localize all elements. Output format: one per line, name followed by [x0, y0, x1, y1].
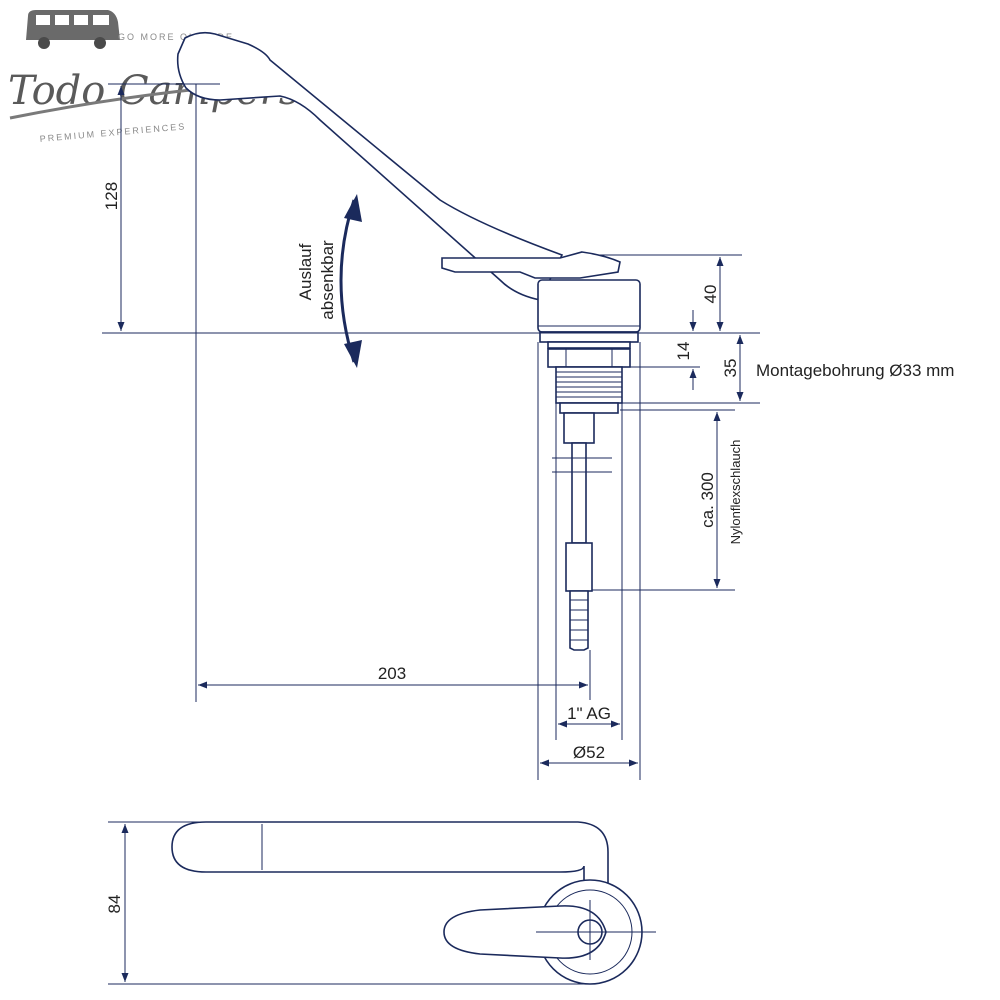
dim-14: 14 — [674, 342, 693, 361]
logo-tagline: PREMIUM EXPERIENCES — [39, 121, 186, 144]
thread-lines — [556, 371, 622, 398]
dim-128: 128 — [102, 182, 121, 210]
hose-type-label: Nylonflexschlauch — [728, 440, 743, 545]
spout-note-line2: absenkbar — [318, 240, 337, 320]
lever-handle — [441, 251, 621, 279]
arc-arrow-down — [344, 340, 362, 368]
hose-fitting — [563, 412, 595, 444]
faucet-top-view — [108, 821, 656, 985]
lowering-arc — [339, 199, 356, 363]
lever-top — [443, 905, 607, 959]
dimension-lines — [102, 83, 760, 780]
dim-84: 84 — [105, 895, 124, 914]
spout-note-line1: Auslauf — [296, 243, 315, 300]
dim-203: 203 — [378, 664, 406, 683]
spout-arm — [176, 31, 564, 301]
lock-nut — [547, 348, 631, 368]
mounting-hole-label: Montagebohrung Ø33 mm — [756, 361, 954, 380]
arc-arrow-up — [344, 194, 362, 222]
dim-hose-length: ca. 300 — [698, 472, 717, 528]
dim-40: 40 — [701, 285, 720, 304]
van-icon — [26, 10, 120, 49]
dim-thread: 1" AG — [567, 704, 611, 723]
base-ring — [547, 341, 631, 349]
spout-arm-top — [171, 821, 609, 887]
dim-35: 35 — [721, 359, 740, 378]
shank-end — [559, 402, 619, 414]
hose-connector — [565, 542, 593, 592]
dim-diameter: Ø52 — [573, 743, 605, 762]
faucet-body — [537, 279, 641, 333]
faucet-side-view — [176, 31, 641, 651]
logo-top-text: GO MORE OUTSIDE — [118, 32, 234, 42]
